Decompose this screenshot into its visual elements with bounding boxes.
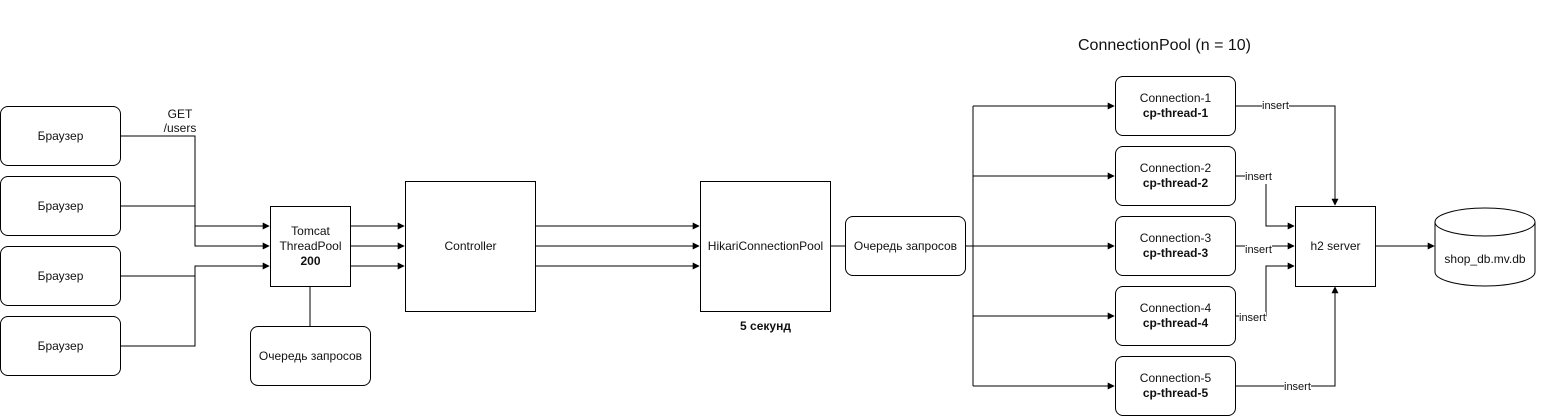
edge-browser-1-tomcat [121,135,270,230]
connection-node-2[interactable]: Connection-2 cp-thread-2 [1115,146,1236,206]
edge-label-insert-5: insert [1284,381,1311,394]
connection-thread: cp-thread-2 [1142,176,1209,190]
controller-node[interactable]: Controller [405,181,536,312]
browser-node-2[interactable]: Браузер [0,176,121,236]
hikari-pool-node[interactable]: HikariConnectionPool [700,181,831,312]
browser-label: Браузер [37,198,84,213]
database-cylinder-icon [1434,207,1536,287]
h2-label: h2 server [1310,239,1361,253]
connection-thread: cp-thread-3 [1142,246,1209,260]
queue-label: Очередь запросов [258,348,363,363]
connection-node-5[interactable]: Connection-5 cp-thread-5 [1115,356,1236,416]
edge-connection-1-h2 [1236,105,1339,206]
edge-label-insert-3: insert [1245,244,1272,257]
tomcat-line2: ThreadPool [279,239,342,253]
browser-label: Браузер [37,268,84,283]
browser-label: Браузер [37,338,84,353]
connection-thread: cp-thread-1 [1142,106,1209,120]
edge-browser-4-tomcat [121,266,196,347]
connection-node-4[interactable]: Connection-4 cp-thread-4 [1115,286,1236,346]
edge-label-insert-4: insert [1239,312,1266,325]
browser-node-1[interactable]: Браузер [0,106,121,166]
browser-label: Браузер [37,128,84,143]
database-label: shop_db.mv.db [1444,252,1526,266]
connection-thread: cp-thread-5 [1142,386,1209,400]
connection-name: Connection-5 [1139,371,1212,385]
browser-node-4[interactable]: Браузер [0,316,121,376]
hikari-request-queue-node[interactable]: Очередь запросов [845,216,966,276]
queue-label: Очередь запросов [853,238,958,253]
connection-node-3[interactable]: Connection-3 cp-thread-3 [1115,216,1236,276]
h2-server-node[interactable]: h2 server [1295,206,1376,287]
edge-connection-4-h2 [1236,262,1295,317]
tomcat-line1: Tomcat [291,224,330,238]
connection-node-1[interactable]: Connection-1 cp-thread-1 [1115,76,1236,136]
connection-name: Connection-3 [1139,231,1212,245]
hikari-label: HikariConnectionPool [707,239,824,253]
connection-name: Connection-2 [1139,161,1212,175]
browser-node-3[interactable]: Браузер [0,246,121,306]
tomcat-request-queue-node[interactable]: Очередь запросов [250,326,371,386]
edge-label-insert-2: insert [1245,171,1272,184]
request-label: GET /users [163,107,197,135]
pool-title: ConnectionPool (n = 10) [1078,37,1251,54]
connection-name: Connection-1 [1139,91,1212,105]
tomcat-threadpool-node[interactable]: Tomcat ThreadPool 200 [270,206,351,287]
connection-thread: cp-thread-4 [1142,316,1209,330]
edge-connection-5-h2 [1236,286,1339,387]
tomcat-thread-count: 200 [300,254,321,268]
edge-browser-2-tomcat [121,205,270,250]
hikari-timeout-label: 5 секунд [740,319,791,333]
edge-label-insert-1: insert [1262,100,1289,113]
controller-label: Controller [444,239,497,253]
connection-name: Connection-4 [1139,301,1212,315]
